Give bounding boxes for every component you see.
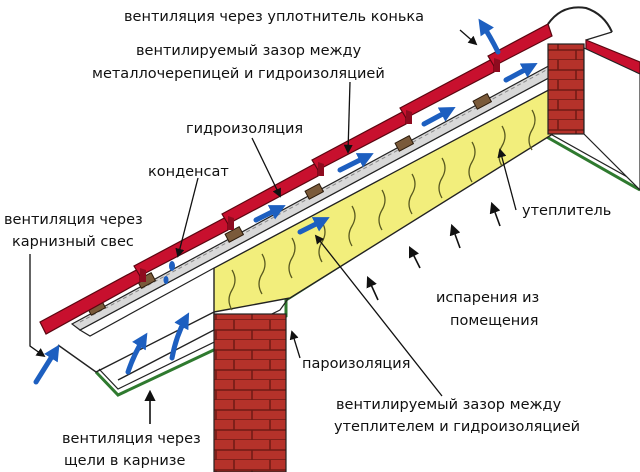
leader-eave [29,254,46,358]
insulation-waves [228,109,536,311]
label-soffit-vent-2: щели в карнизе [64,453,185,469]
label-insulation: утеплитель [522,203,611,219]
label-evaporation-1: испарения из [436,290,539,306]
condensate-drops [163,261,175,284]
label-eave-vent-2: карнизный свес [12,234,134,250]
leader-insulation [497,148,517,211]
leader-waterproofing [251,137,281,198]
ridge-cap [547,6,613,33]
evaporation-arrows [144,201,501,424]
gap-flow-arrow-3 [421,106,456,127]
airflow-arrows [33,18,538,385]
label-condensate: конденсат [148,164,229,180]
gap-flow-arrow-2 [337,153,374,173]
vapor-barrier-line [94,134,640,397]
label-gap-insul-2: утеплителем и гидроизоляцией [334,419,580,435]
far-slope-tiles [585,39,640,77]
leader-condensate [175,177,199,258]
soffit-inflow-arrow-1 [125,332,148,375]
label-vapor-barrier: пароизоляция [302,356,410,372]
label-gap-tile-2: металлочерепицей и гидроизоляцией [92,66,385,82]
insulation-gap-arrow [297,217,330,235]
eave-inflow-arrow [33,344,60,385]
label-soffit-vent-1: вентиляция через [62,431,201,447]
label-ridge-vent: вентиляция через уплотнитель конька [124,9,424,25]
brick-wall [213,313,287,472]
gap-flow-arrow-4 [503,62,538,83]
label-evaporation-2: помещения [450,313,538,329]
label-gap-insul-1: вентилируемый зазор между [336,397,562,413]
label-eave-vent-1: вентиляция через [4,212,143,228]
leader-gap-insul [314,234,443,397]
leader-lines [29,29,517,397]
soffit-inflow-arrow-2 [169,312,190,361]
label-gap-tile-1: вентилируемый зазор между [136,43,362,59]
gap-flow-arrow-1 [253,205,286,223]
leader-ridge [459,29,478,46]
labels: вентиляция через уплотнитель конька вент… [4,9,611,469]
roof-section [39,6,640,472]
leader-gap-tile [343,81,353,154]
ridge-outflow-arrow [478,18,501,55]
leader-vapor [289,330,301,359]
ridge-brick-post [547,43,585,135]
label-waterproofing: гидроизоляция [186,121,303,137]
